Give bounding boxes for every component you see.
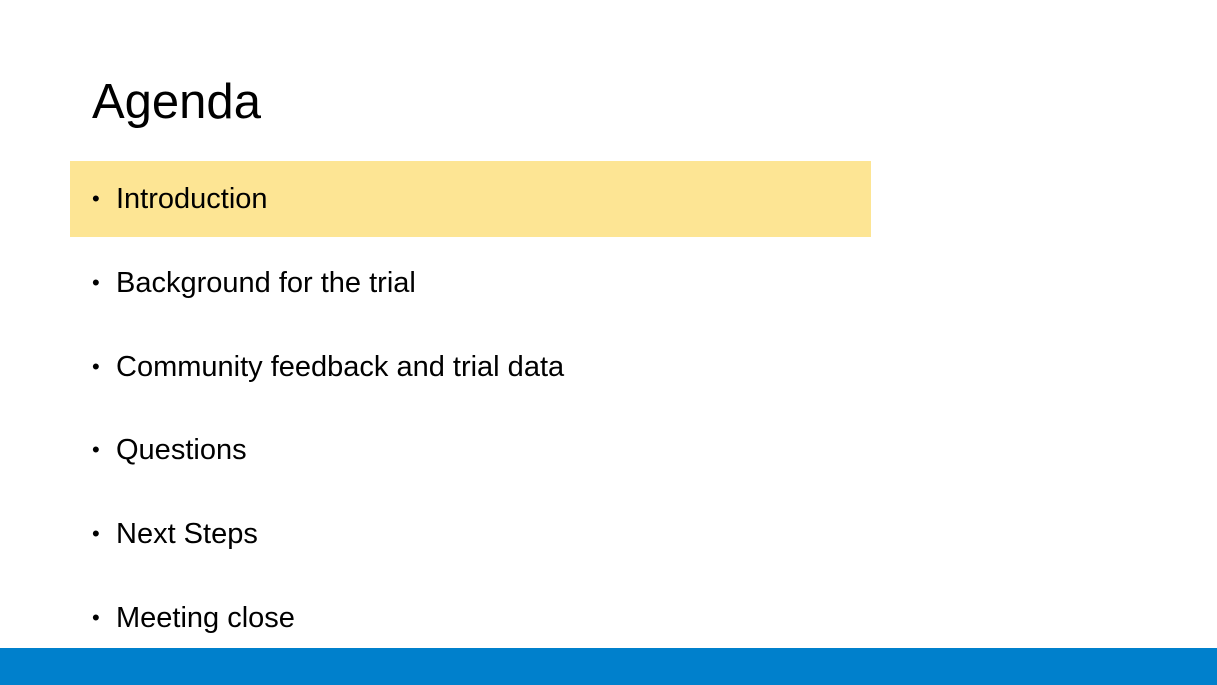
agenda-item-background: • Background for the trial: [92, 263, 416, 303]
bullet-icon: •: [92, 186, 100, 211]
agenda-item-label: Meeting close: [116, 602, 295, 634]
agenda-item-introduction: • Introduction: [92, 179, 268, 219]
agenda-item-next-steps: • Next Steps: [92, 514, 258, 554]
agenda-item-label: Questions: [116, 434, 247, 466]
bullet-icon: •: [92, 354, 100, 379]
slide-title: Agenda: [92, 75, 261, 129]
agenda-item-label: Community feedback and trial data: [116, 351, 565, 383]
bullet-icon: •: [92, 270, 100, 295]
agenda-item-questions: • Questions: [92, 430, 247, 470]
bullet-icon: •: [92, 521, 100, 546]
bullet-icon: •: [92, 437, 100, 462]
bullet-icon: •: [92, 605, 100, 630]
footer-bar: [0, 648, 1217, 685]
agenda-item-meeting-close: • Meeting close: [92, 598, 295, 638]
agenda-item-label: Introduction: [116, 183, 268, 215]
current-item-highlight: [70, 161, 871, 237]
agenda-item-community-feedback: • Community feedback and trial data: [92, 347, 564, 387]
agenda-item-label: Background for the trial: [116, 267, 416, 299]
agenda-item-label: Next Steps: [116, 518, 258, 550]
